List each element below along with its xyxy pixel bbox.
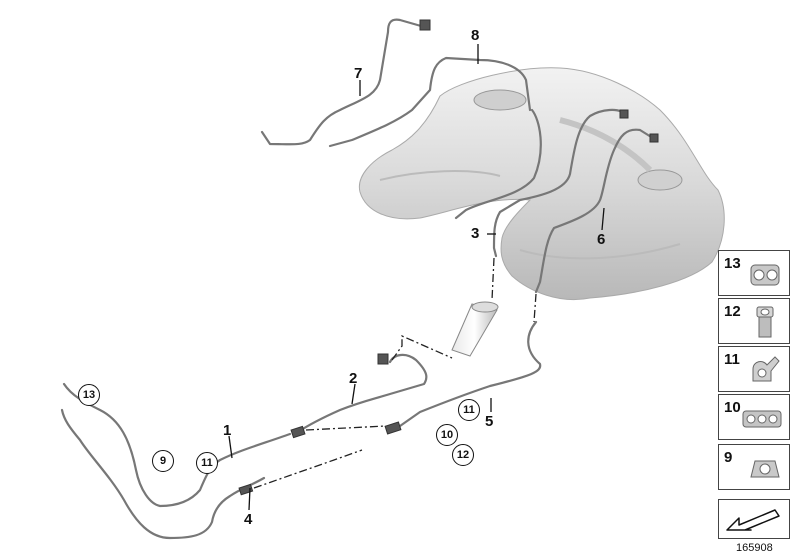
callout-5: 5 (485, 413, 494, 430)
fuel-line-4 (60, 408, 266, 540)
fuel-line-1 (62, 382, 292, 508)
callout-circle-11-right: 11 (458, 399, 480, 421)
clip-10-icon (742, 410, 782, 428)
part-13-box[interactable]: 13 (718, 250, 790, 296)
part-10-number: 10 (724, 399, 741, 416)
callout-circle-10: 10 (436, 424, 458, 446)
fuel-line-2 (296, 353, 428, 434)
fuel-tank (358, 67, 725, 301)
callout-8: 8 (471, 27, 480, 44)
fuel-line-7 (260, 18, 430, 146)
part-9-number: 9 (724, 449, 733, 466)
callout-circle-11-left: 11 (196, 452, 218, 474)
arrow-down-left-icon (726, 509, 780, 531)
clip-9-icon (750, 460, 780, 478)
sleeve-12-icon (756, 306, 774, 338)
part-12-box[interactable]: 12 (718, 298, 790, 344)
part-11-number: 11 (724, 351, 740, 368)
holder-11-icon (752, 356, 780, 382)
part-13-number: 13 (724, 255, 741, 272)
callout-6: 6 (597, 231, 606, 248)
part-9-box[interactable]: 9 (718, 444, 790, 490)
navigate-back-button[interactable] (718, 499, 790, 539)
callout-4: 4 (244, 511, 253, 528)
fuel-line-3 (492, 108, 628, 258)
callout-circle-12: 12 (452, 444, 474, 466)
fuel-pump (451, 301, 499, 357)
part-10-box[interactable]: 10 (718, 394, 790, 440)
callout-circle-13: 13 (78, 384, 100, 406)
clip-13-icon (750, 264, 780, 286)
callout-circle-9: 9 (152, 450, 174, 472)
diagram-reference-number: 165908 (736, 542, 773, 554)
part-11-box[interactable]: 11 (718, 346, 790, 392)
fuel-line-6 (534, 128, 658, 294)
part-12-number: 12 (724, 303, 741, 320)
fuel-line-5 (398, 320, 542, 428)
fuel-line-8 (328, 56, 532, 148)
callout-7: 7 (354, 65, 363, 82)
callout-2: 2 (349, 370, 358, 387)
callout-1: 1 (223, 422, 232, 439)
callout-3: 3 (471, 225, 480, 242)
